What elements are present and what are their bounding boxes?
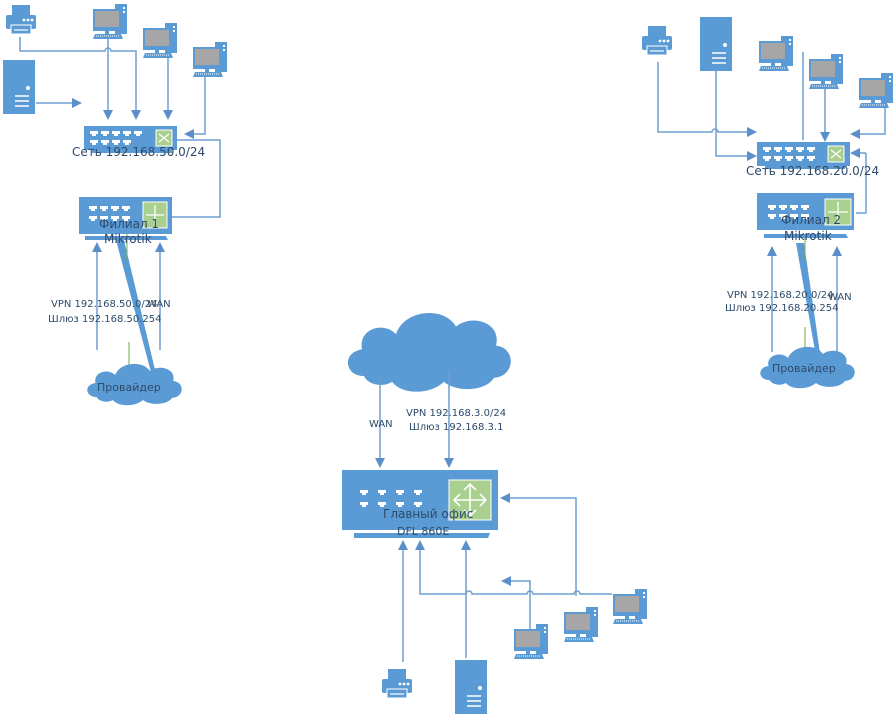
branch-2: Сеть 192.168.20.0/24 Филиал 2 Mikrotik V… [641, 16, 894, 389]
computer-icon [858, 72, 894, 109]
main-office: Главный офис DFL 860E WAN VPN 192.168.3.… [342, 313, 648, 715]
provider-label: Провайдер [97, 381, 161, 394]
vpn-label: VPN 192.168.50.0/24 [51, 299, 157, 310]
printer-icon [381, 668, 413, 699]
computer-icon [758, 35, 794, 72]
vpn-label: VPN 192.168.20.0/24 [727, 290, 833, 301]
computer-icon [513, 623, 549, 660]
computer-icon [192, 41, 228, 78]
vpn-tunnel-2 [796, 243, 821, 362]
main-links [375, 372, 612, 662]
router-model: Mikrotik [784, 229, 832, 243]
computer-icon [563, 606, 599, 643]
provider-label: Провайдер [772, 362, 836, 375]
switch-label: Сеть 192.168.20.0/24 [746, 164, 879, 178]
printer-icon [641, 25, 673, 56]
computer-icon [612, 588, 648, 625]
wan-label: WAN [147, 299, 171, 310]
computer-icon [808, 53, 844, 90]
router-icon[interactable] [79, 197, 172, 240]
server-icon [2, 59, 36, 115]
router-model: DFL 860E [397, 525, 449, 538]
wan-label: WAN [828, 292, 852, 303]
router-model: Mikrotik [104, 232, 152, 246]
branch-1: Сеть 192.168.50.0/24 Филиал 1 Mikrotik V… [2, 3, 228, 406]
printer-icon [5, 4, 37, 35]
gateway-label: Шлюз 192.168.50.254 [48, 314, 162, 325]
switch-icon[interactable] [757, 142, 850, 169]
router-title: Филиал 2 [781, 213, 841, 227]
switch-label: Сеть 192.168.50.0/24 [72, 145, 205, 159]
branch1-links [19, 36, 221, 350]
router-icon[interactable] [757, 193, 854, 238]
gateway-label: Шлюз 192.168.20.254 [725, 303, 839, 314]
switch-icon[interactable] [84, 126, 177, 153]
router-icon[interactable] [342, 470, 498, 538]
router-title: Филиал 1 [99, 217, 159, 231]
vpn-label: VPN 192.168.3.0/24 [406, 408, 506, 419]
wan-label: WAN [369, 419, 393, 430]
server-icon [454, 659, 488, 715]
server-icon [699, 16, 733, 72]
router-title: Главный офис [383, 507, 473, 521]
computer-icon [142, 22, 178, 59]
branch2-links [657, 52, 886, 352]
gateway-label: Шлюз 192.168.3.1 [409, 422, 503, 433]
computer-icon [92, 3, 128, 40]
cloud-icon [347, 313, 511, 392]
vpn-tunnel-1 [116, 240, 156, 376]
